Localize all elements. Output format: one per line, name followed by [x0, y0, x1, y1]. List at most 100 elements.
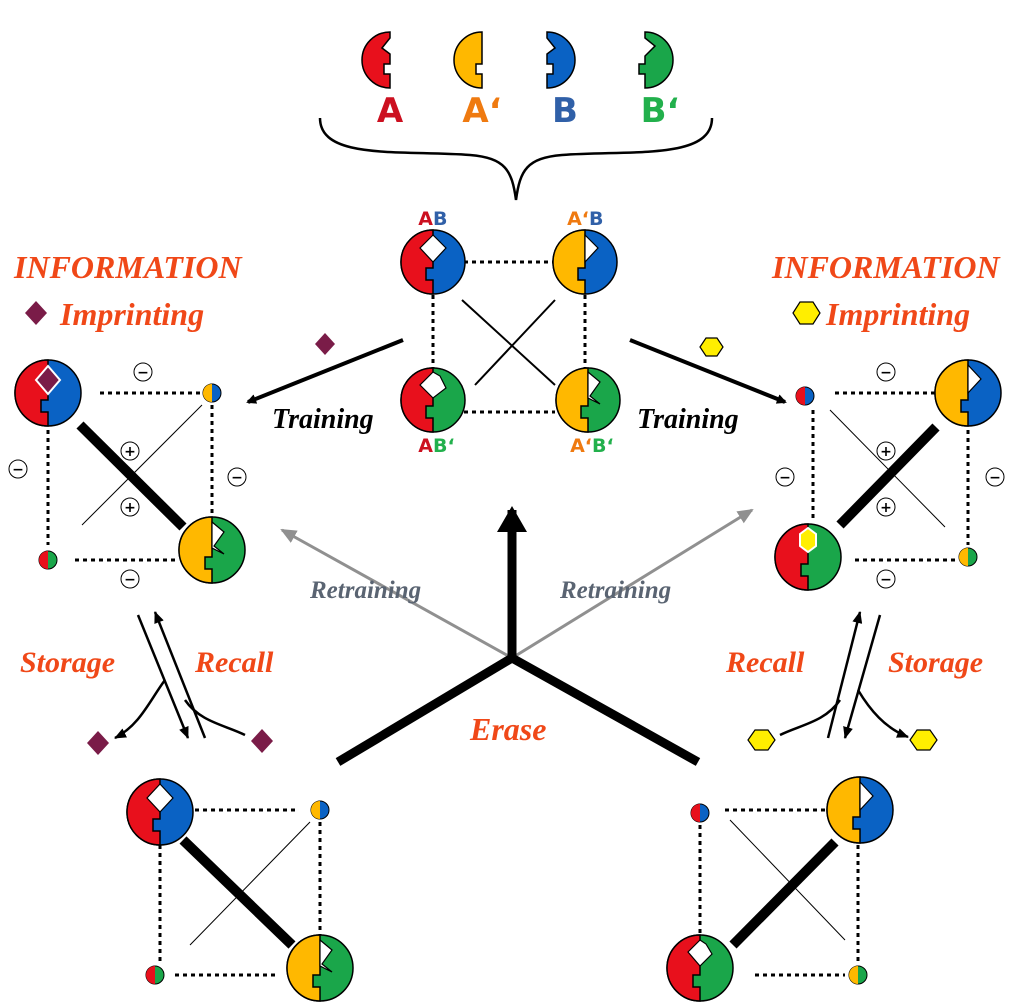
left-information-title: INFORMATION [13, 249, 244, 285]
center-label-ABp-A: A [418, 435, 433, 457]
left-complex-ApBp-large-icon [178, 516, 246, 584]
right-complex-ABp-large-icon [774, 523, 842, 591]
left-recall-uptake-curve [183, 699, 246, 737]
center-label-ApB-Ap: A‘ [567, 208, 589, 230]
center-network: A B A‘ B A B‘ A‘ B‘ [400, 208, 621, 457]
erase-left-stem [335, 654, 515, 766]
complex-AB-icon [400, 229, 466, 295]
svg-text:B: B [589, 208, 603, 230]
center-label-ABp-Bp: B‘ [433, 435, 455, 457]
left-stored-ABp-small-icon [145, 965, 165, 985]
legend-label-B: B [552, 91, 578, 131]
svg-text:+: + [880, 444, 892, 460]
erase-label: Erase [469, 711, 546, 747]
left-stored-ApBp-large-icon [286, 934, 354, 1002]
center-label-ApB-B: B [589, 208, 603, 230]
right-plus-sign-bottom: + [876, 497, 896, 517]
right-recall-uptake-curve [779, 699, 842, 737]
svg-text:−: − [880, 365, 892, 381]
right-imprinted-network: − − − − + + [774, 359, 1005, 591]
receptor-A-icon [361, 31, 391, 89]
svg-text:+: + [124, 444, 136, 460]
svg-text:−: − [12, 462, 24, 478]
right-minus-sign-top: − [876, 362, 896, 382]
svg-text:−: − [231, 470, 243, 486]
right-recall-arrow [826, 611, 863, 739]
svg-text:B‘: B‘ [592, 435, 614, 457]
left-complex-AB-large-icon [14, 359, 82, 427]
svg-text:A: A [418, 208, 433, 230]
center-label-ApBp-Bp: B‘ [592, 435, 614, 457]
right-complex-ApBp-small-icon [958, 547, 978, 567]
right-stored-ABp-large-icon [666, 934, 734, 1002]
right-information-title: INFORMATION [771, 249, 1002, 285]
left-complex-ApB-small-icon [202, 383, 222, 403]
right-minus-sign-right: − [985, 467, 1005, 487]
left-stored-network [126, 778, 354, 1002]
hexagon-icon [699, 337, 724, 357]
left-stored-ApB-small-icon [310, 800, 330, 820]
right-stored-ApB-large-icon [826, 776, 894, 844]
right-stored-AB-small-icon [690, 803, 710, 823]
right-retraining-arrow [511, 508, 754, 660]
left-minus-sign-right: − [227, 467, 247, 487]
right-retraining-label: Retraining [559, 577, 671, 604]
receptor-B-prime-icon [638, 31, 674, 89]
left-storage-diamond-icon [87, 731, 109, 755]
svg-text:−: − [137, 365, 149, 381]
right-storage-arrow [843, 614, 882, 739]
left-imprinting-diamond-icon [25, 301, 47, 325]
center-label-AB-A: A [418, 208, 433, 230]
right-stored-network [666, 776, 894, 1002]
center-label-AB-B: B [433, 208, 447, 230]
left-minus-sign-left: − [8, 459, 28, 479]
receptor-B-icon [546, 31, 576, 89]
left-imprinting-label: Imprinting [59, 296, 204, 332]
right-stored-ApBp-small-icon [848, 965, 868, 985]
svg-text:A‘: A‘ [567, 208, 589, 230]
complex-ApBp-icon [555, 367, 621, 433]
svg-text:−: − [779, 470, 791, 486]
left-storage-arrow [136, 614, 190, 739]
left-minus-sign-bottom: − [120, 569, 140, 589]
receptor-A-prime-icon [453, 31, 483, 89]
right-minus-sign-left: − [775, 467, 795, 487]
left-retraining-label: Retraining [309, 577, 421, 604]
svg-text:+: + [124, 500, 136, 516]
left-imprinted-network: − − − − + + [8, 359, 247, 589]
svg-text:−: − [880, 572, 892, 588]
right-imprinting-hexagon-icon [792, 301, 821, 325]
legend: A A‘ B B‘ [318, 31, 714, 201]
right-recall-label: Recall [725, 646, 805, 679]
diamond-icon [315, 333, 335, 355]
right-training-label: Training [637, 404, 739, 435]
left-plus-sign-bottom: + [120, 497, 140, 517]
left-retraining-arrow [280, 528, 513, 660]
left-training-arrow [246, 338, 404, 404]
right-training-arrow [629, 338, 787, 404]
right-imprinting-label: Imprinting [825, 296, 970, 332]
left-stored-AB-large-icon [126, 778, 194, 846]
left-recall-arrow [153, 611, 207, 739]
svg-text:−: − [124, 572, 136, 588]
left-storage-label: Storage [20, 646, 115, 679]
svg-text:+: + [880, 500, 892, 516]
left-complex-ABp-small-icon [38, 550, 58, 570]
svg-text:A‘: A‘ [570, 435, 592, 457]
legend-label-A-prime: A‘ [462, 91, 501, 131]
right-storage-release-curve [856, 689, 909, 739]
complex-ApB-icon [552, 229, 618, 295]
complex-ABp-icon [400, 367, 466, 433]
right-recall-hexagon-icon [747, 729, 776, 751]
right-minus-sign-bottom: − [876, 569, 896, 589]
svg-text:B‘: B‘ [433, 435, 455, 457]
legend-label-B-prime: B‘ [641, 91, 680, 131]
right-storage-label: Storage [888, 646, 983, 679]
left-plus-sign-top: + [120, 441, 140, 461]
left-storage-release-curve [114, 679, 167, 740]
svg-text:A: A [418, 435, 433, 457]
legend-label-A: A [377, 91, 404, 131]
center-label-ApBp-Ap: A‘ [570, 435, 592, 457]
right-plus-sign-top: + [876, 441, 896, 461]
